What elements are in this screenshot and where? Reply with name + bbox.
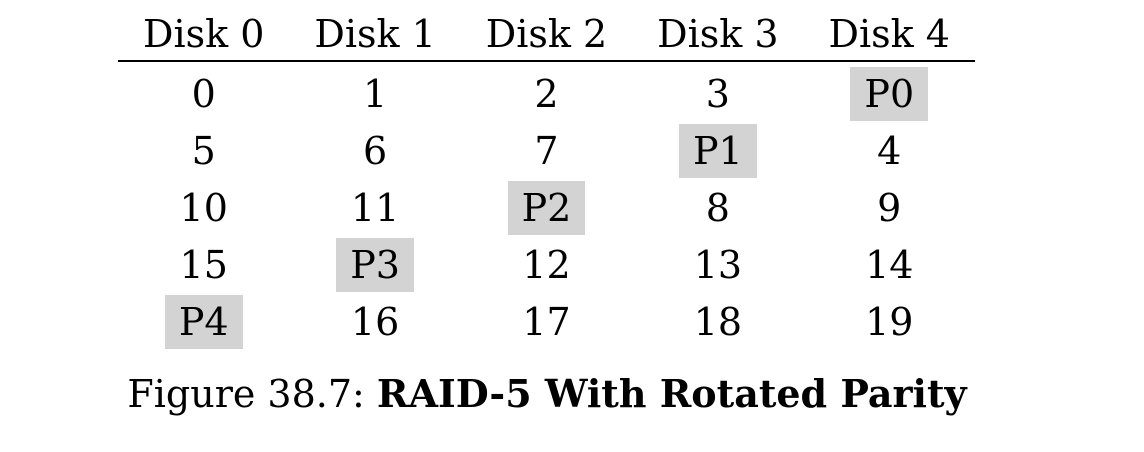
data-block: 7	[534, 128, 559, 173]
data-block: 9	[877, 185, 902, 230]
table-cell: 11	[289, 179, 460, 236]
table-cell: P3	[289, 236, 460, 293]
table-row: 10 11 P2 8 9	[118, 179, 975, 236]
header-disk-4: Disk 4	[828, 12, 950, 56]
table-cell: 7	[461, 122, 632, 179]
table-cell: 5	[118, 122, 289, 179]
table-cell: 17	[461, 293, 632, 350]
table-cell: 1	[289, 65, 460, 122]
table-cell: 4	[804, 122, 975, 179]
data-block: 1	[362, 71, 388, 116]
table-cell: 9	[804, 179, 975, 236]
data-block: 16	[350, 299, 400, 344]
figure-caption: Figure 38.7: RAID-5 With Rotated Parity	[0, 371, 1094, 418]
data-block: 8	[705, 185, 730, 230]
header-disk-0: Disk 0	[142, 12, 265, 56]
parity-block: P4	[164, 294, 243, 349]
table-row: 15 P3 12 13 14	[118, 236, 975, 293]
table-cell: 12	[461, 236, 632, 293]
table-cell: 8	[632, 179, 803, 236]
table-row: P4 16 17 18 19	[118, 293, 975, 350]
data-block: 12	[522, 242, 571, 287]
table-cell: 16	[289, 293, 460, 350]
table-cell: 2	[461, 65, 632, 122]
header-disk-1: Disk 1	[314, 12, 436, 56]
data-block: 17	[522, 299, 571, 344]
parity-block: P2	[507, 180, 586, 235]
data-block: 15	[179, 242, 228, 287]
table-cell: 10	[118, 179, 289, 236]
caption-title: RAID-5 With Rotated Parity	[376, 371, 967, 416]
data-block: 5	[191, 128, 216, 173]
table-cell: 14	[804, 236, 975, 293]
data-block: 14	[865, 242, 914, 287]
data-block: 18	[693, 299, 743, 344]
table-cell: 18	[632, 293, 803, 350]
parity-block: P3	[336, 237, 414, 292]
parity-block: P0	[850, 66, 929, 121]
header-disk-3: Disk 3	[657, 12, 779, 56]
data-block: 3	[705, 71, 730, 116]
table-row: 0 1 2 3 P0	[118, 65, 975, 122]
table-cell: P0	[804, 65, 975, 122]
table-cell: 6	[289, 122, 460, 179]
header-disk-2: Disk 2	[485, 12, 608, 56]
data-block: 13	[693, 242, 743, 287]
table-row: 5 6 7 P1 4	[118, 122, 975, 179]
table-cell: 13	[632, 236, 803, 293]
table-cell: 0	[118, 65, 289, 122]
table-cell: 19	[804, 293, 975, 350]
caption-prefix: Figure 38.7:	[127, 372, 377, 416]
data-block: 4	[877, 128, 902, 173]
data-block: 6	[362, 128, 388, 173]
table-cell: 15	[118, 236, 289, 293]
table-cell: P1	[632, 122, 803, 179]
data-block: 19	[865, 299, 914, 344]
table-header-row: Disk 0 Disk 1 Disk 2 Disk 3 Disk 4	[118, 8, 975, 62]
data-block: 2	[534, 71, 559, 116]
parity-block: P1	[678, 123, 757, 178]
table-cell: P2	[461, 179, 632, 236]
data-block: 10	[179, 185, 228, 230]
data-block: 0	[191, 71, 216, 116]
table-cell: P4	[118, 293, 289, 350]
data-block: 11	[350, 185, 400, 230]
table-cell: 3	[632, 65, 803, 122]
